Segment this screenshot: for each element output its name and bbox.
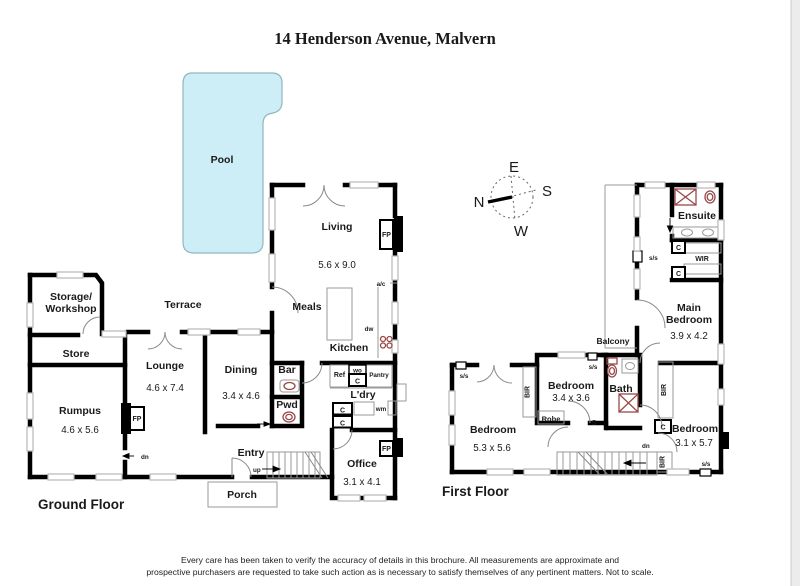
label-porch: Porch <box>227 489 257 501</box>
compass-s: S <box>542 183 552 200</box>
label-pwd: Pwd <box>276 399 298 411</box>
gf-fixtures <box>282 335 393 423</box>
label-terrace: Terrace <box>164 299 201 311</box>
label-entry: Entry <box>238 447 265 459</box>
tag-c-kitchen: C <box>355 379 360 386</box>
tag-fp-living: FP <box>382 232 391 239</box>
compass-n: N <box>474 194 485 211</box>
label-dining: Dining <box>225 364 258 376</box>
dim-main-bedroom: 3.9 x 4.2 <box>670 331 708 342</box>
label-bar: Bar <box>278 364 296 376</box>
tag-ss-bath: s/s <box>589 364 598 371</box>
disclaimer-line2: prospective purchasers are requested to … <box>146 567 653 577</box>
gf-fireplaces <box>121 216 403 457</box>
label-robe: Robe <box>542 415 561 424</box>
tag-bir-hall: BIR <box>661 384 668 396</box>
label-rumpus: Rumpus <box>59 405 101 417</box>
label-meals: Meals <box>292 301 321 313</box>
tag-ac: a/c <box>377 281 386 288</box>
gf-cupboards <box>332 364 367 429</box>
tag-pantry: Pantry <box>369 372 389 379</box>
ff-doors <box>476 299 678 453</box>
dim-lounge: 4.6 x 7.4 <box>146 383 184 394</box>
tag-wm: wm <box>375 406 387 413</box>
gf-windows <box>26 181 399 502</box>
label-bedroom3: Bedroom <box>672 423 718 435</box>
tag-ss-mainbed: s/s <box>649 255 658 262</box>
tag-wo: wo <box>352 368 362 375</box>
label-store: Store <box>63 348 90 360</box>
compass-w: W <box>514 223 529 240</box>
label-office: Office <box>347 458 377 470</box>
gf-arrows <box>121 421 282 473</box>
tag-bir-bedroom2: BIR <box>525 386 532 398</box>
tag-fp-office: FP <box>382 446 391 453</box>
tag-dn-ff: dn <box>642 443 650 450</box>
ff-boxes <box>455 240 712 477</box>
label-storage-2: Workshop <box>45 303 96 315</box>
dim-rumpus: 4.6 x 5.6 <box>61 425 99 436</box>
tag-c-ldry-1: C <box>340 408 345 415</box>
ff-arrows <box>622 218 674 467</box>
tag-c-ldry-2: C <box>340 421 345 428</box>
label-lounge: Lounge <box>146 360 184 372</box>
disclaimer-line1: Every care has been taken to verify the … <box>181 555 619 565</box>
page-title: 14 Henderson Avenue, Malvern <box>274 29 496 48</box>
tag-c-hall: C <box>660 425 665 432</box>
label-bedroom1: Bedroom <box>470 424 516 436</box>
label-first-floor: First Floor <box>442 484 509 499</box>
dim-living: 5.6 x 9.0 <box>318 260 356 271</box>
ff-structures <box>522 184 722 476</box>
pool-shape <box>182 72 283 254</box>
label-living: Living <box>322 221 353 233</box>
compass-rose: E S W N <box>474 159 552 240</box>
tag-bir-stairs: BIR <box>660 456 667 468</box>
tag-dn-gf: dn <box>141 454 149 461</box>
tag-c-wir-1: C <box>676 245 681 252</box>
label-ldry: L'dry <box>350 389 375 401</box>
label-main-bedroom-2: Bedroom <box>666 314 712 326</box>
dim-bedroom3: 3.1 x 5.7 <box>675 438 713 449</box>
ff-flue-block <box>721 432 729 449</box>
tag-c-wir-2: C <box>676 271 681 278</box>
gf-doors <box>82 184 353 478</box>
label-ground-floor: Ground Floor <box>38 497 125 512</box>
label-balcony: Balcony <box>596 336 629 346</box>
label-kitchen: Kitchen <box>330 342 369 354</box>
dim-office: 3.1 x 4.1 <box>343 477 381 488</box>
label-bath: Bath <box>609 383 632 395</box>
label-pool: Pool <box>211 154 234 166</box>
tag-ss-bedroom3: s/s <box>702 461 711 468</box>
label-storage-1: Storage/ <box>50 291 92 303</box>
label-wir: WIR <box>695 256 709 263</box>
ff-windows <box>448 181 725 476</box>
tag-dw: dw <box>365 326 374 333</box>
compass-e: E <box>509 159 519 176</box>
label-main-bedroom-1: Main <box>677 302 701 314</box>
label-ensuite: Ensuite <box>678 210 716 222</box>
tag-ss-bedroom1: s/s <box>460 373 469 380</box>
tag-s-shower: S <box>592 420 597 427</box>
tag-up: up <box>253 467 261 474</box>
tag-ref: Ref <box>334 372 346 379</box>
gf-structures <box>207 282 407 508</box>
ff-fixtures <box>606 188 716 413</box>
dim-bedroom2: 3.4 x 3.6 <box>552 393 590 404</box>
label-bedroom2: Bedroom <box>548 380 594 392</box>
dim-dining: 3.4 x 4.6 <box>222 391 260 402</box>
dim-bedroom1: 5.3 x 5.6 <box>473 443 511 454</box>
tag-fp-lounge: FP <box>133 416 142 423</box>
page-edge-strip <box>791 0 800 586</box>
